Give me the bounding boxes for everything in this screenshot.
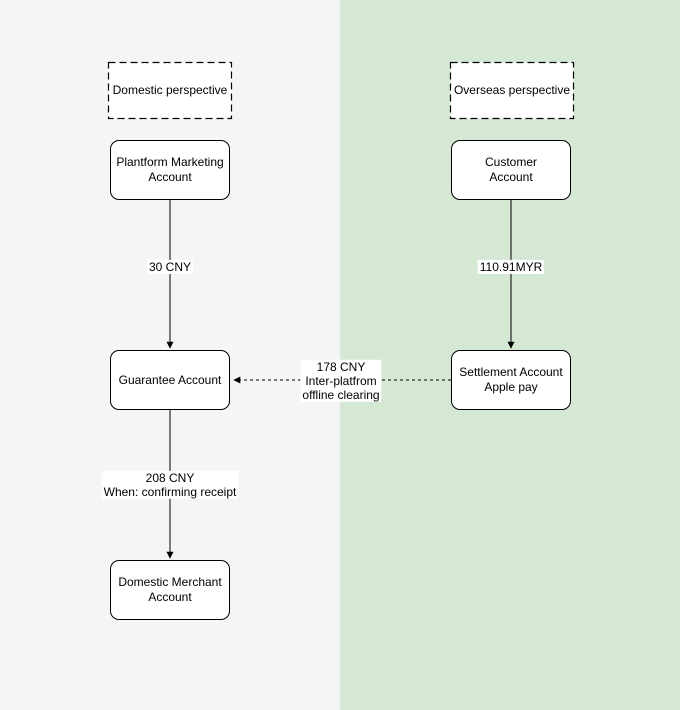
node-platform-marketing-account: Plantform Marketing Account — [110, 140, 230, 200]
domestic-perspective-label: Domestic perspective — [112, 83, 228, 98]
node-domestic-merchant-account: Domestic Merchant Account — [110, 560, 230, 620]
node-settlement-account: Settlement Account Apple pay — [451, 350, 571, 410]
overseas-perspective-label: Overseas perspective — [453, 83, 571, 98]
edge-label-208-cny-confirming-receipt: 208 CNY When: confirming receipt — [101, 470, 239, 500]
overseas-perspective-box — [449, 61, 575, 120]
node-guarantee-account: Guarantee Account — [110, 350, 230, 410]
domestic-perspective-box — [107, 61, 233, 120]
edge-label-30-cny: 30 CNY — [146, 259, 194, 275]
edge-label-178-cny-interplatform: 178 CNY Inter-platfrom offline clearing — [300, 359, 382, 403]
edge-label-110-91-myr: 110.91MYR — [477, 259, 545, 275]
node-customer-account: Customer Account — [451, 140, 571, 200]
